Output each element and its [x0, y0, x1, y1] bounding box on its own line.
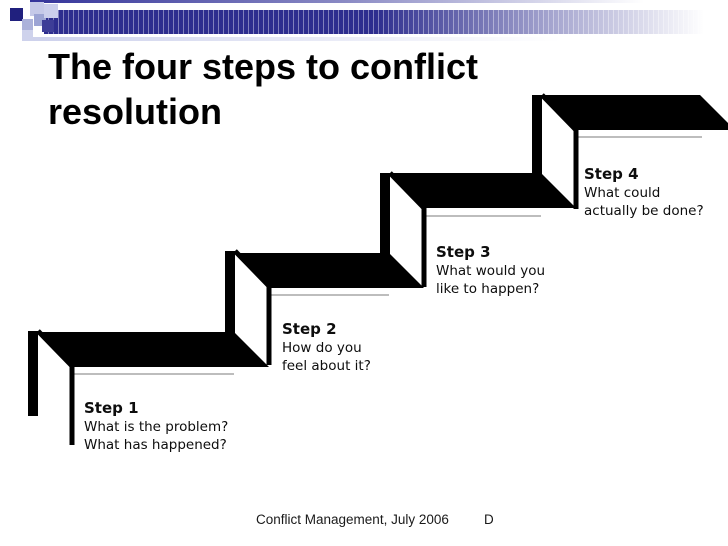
page-title: The four steps to conflict resolution	[48, 44, 668, 134]
title-line-1: The four steps to conflict	[48, 46, 479, 87]
step3-caption: Step 3 What would you like to happen?	[436, 243, 545, 299]
banner-faint-underline	[30, 37, 590, 41]
step4-tread	[532, 95, 728, 130]
deco-square	[44, 4, 58, 18]
step2-tread	[225, 253, 424, 288]
step2-line2: feel about it?	[282, 358, 371, 374]
step3-line1: What would you	[436, 262, 546, 279]
deco-square	[22, 30, 33, 41]
banner-thin-top-bar	[30, 0, 728, 3]
deco-square	[10, 8, 23, 21]
step1-line1: What is the problem?	[84, 418, 229, 435]
step1-line2: What has happened?	[84, 437, 227, 453]
title-line-2: resolution	[48, 91, 223, 132]
riser-faces	[36, 93, 579, 445]
riser-bars	[28, 95, 542, 416]
step3-tread	[380, 173, 576, 208]
step3-label: Step 3	[436, 243, 491, 261]
step3-line2: like to happen?	[436, 281, 540, 297]
step4-caption: Step 4 What could actually be done?	[584, 165, 704, 221]
step2-caption: Step 2 How do you feel about it?	[282, 320, 371, 376]
footer-text: Conflict Management, July 2006	[256, 512, 449, 527]
step1-tread	[28, 332, 269, 367]
step2-line1: How do you	[282, 339, 362, 356]
step4-line1: What could	[584, 184, 661, 201]
step2-label: Step 2	[282, 320, 337, 338]
step4-line2: actually be done?	[584, 203, 704, 219]
banner-striped-bar	[44, 10, 728, 34]
step4-label: Step 4	[584, 165, 639, 183]
deco-square	[30, 2, 44, 16]
step1-caption: Step 1 What is the problem? What has hap…	[84, 399, 228, 455]
deco-square	[42, 20, 54, 32]
deco-square	[22, 19, 33, 30]
step1-label: Step 1	[84, 399, 139, 417]
footer-partial-text: D	[484, 512, 493, 527]
